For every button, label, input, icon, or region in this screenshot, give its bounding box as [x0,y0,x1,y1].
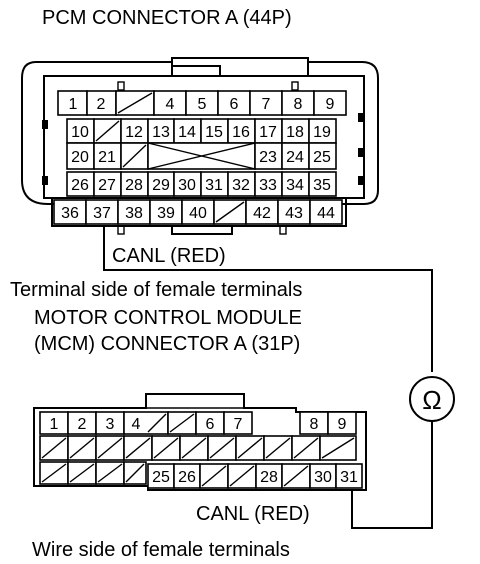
pin-label: 9 [326,96,335,113]
pin-label: 5 [198,96,207,113]
pin-label: 42 [253,205,271,222]
pcm-row-1: 1 2 4 5 6 7 8 9 [57,90,347,116]
pin-label: 14 [178,124,196,141]
pin-label: 28 [260,469,278,486]
pcm-wire-label: CANL (RED) [112,245,226,267]
pcm-row-2: 10 12 13 14 15 16 17 18 19 [66,118,337,144]
pin-label: 25 [152,469,170,486]
pin-label: 28 [125,177,143,194]
pcm-row-4: 26 27 28 29 30 31 32 33 34 35 [66,171,337,197]
pin-label: 13 [152,124,170,141]
pin-label: 38 [125,205,143,222]
pcm-connector-title: PCM CONNECTOR A (44P) [42,7,292,29]
pin-label: 21 [98,149,116,166]
pin-label: 43 [285,205,303,222]
ohmmeter-icon: Ω [409,376,455,422]
pin-label: 24 [286,149,304,166]
mcm-title-line-2: (MCM) CONNECTOR A (31P) [34,333,300,355]
pin-37-label: 37 [93,205,111,222]
pin-label: 25 [313,149,331,166]
pin-label: 1 [69,96,78,113]
pin-label: 12 [125,124,143,141]
pin-label: 27 [98,177,116,194]
pin-label: 20 [71,149,89,166]
pin-label: 34 [286,177,304,194]
pin-label: 4 [166,96,175,113]
pin-label: 8 [294,96,303,113]
pin-label: 35 [313,177,331,194]
pin-label: 15 [205,124,223,141]
pin-label: 6 [230,96,239,113]
pin-label: 30 [314,469,332,486]
pin-label: 19 [313,124,331,141]
pin-label: 10 [71,124,89,141]
pin-label: 26 [71,177,89,194]
pcm-row-3: 20 21 23 24 25 [66,142,337,170]
pin-label: 23 [259,149,277,166]
mcm-row-2 [39,435,357,461]
pin-label: 2 [97,96,106,113]
pin-label: 29 [152,177,170,194]
pin-label: 7 [234,416,243,433]
pin-31-label: 31 [340,469,358,486]
pin-label: 40 [189,205,207,222]
mcm-row-1: 1 2 3 4 6 7 8 9 [39,411,357,435]
pin-label: 39 [157,205,175,222]
pin-label: 16 [232,124,250,141]
pin-label: 9 [338,416,347,433]
mcm-connector: 1 2 3 4 6 7 8 9 [33,393,367,491]
pin-label: 3 [106,416,115,433]
pin-label: 36 [61,205,79,222]
pin-label: 32 [232,177,250,194]
pin-label: 6 [206,416,215,433]
pin-label: 17 [259,124,277,141]
pin-label: 33 [259,177,277,194]
pin-label: 18 [286,124,304,141]
pin-label: 26 [178,469,196,486]
pin-label: 2 [78,416,87,433]
pin-label: 44 [317,205,335,222]
pin-label: 8 [310,416,319,433]
pin-label: 31 [205,177,223,194]
ohm-symbol: Ω [422,385,441,415]
mcm-row-3: 25 26 28 30 31 [39,461,363,489]
pin-label: 7 [262,96,271,113]
mcm-wire-label: CANL (RED) [196,503,310,525]
pin-label: 4 [132,416,141,433]
probe-wire-pcm [103,226,433,372]
mcm-side-label: Wire side of female terminals [32,539,290,561]
pin-label: 30 [178,177,196,194]
pcm-row-5: 36 37 38 39 40 42 43 44 [51,198,347,227]
pcm-side-label: Terminal side of female terminals [10,279,302,301]
probe-wire-mcm [351,421,433,529]
pin-label: 1 [50,416,59,433]
mcm-title-line-1: MOTOR CONTROL MODULE [34,307,302,329]
pcm-connector: 1 2 4 5 6 7 8 9 10 12 13 14 15 [21,57,379,235]
